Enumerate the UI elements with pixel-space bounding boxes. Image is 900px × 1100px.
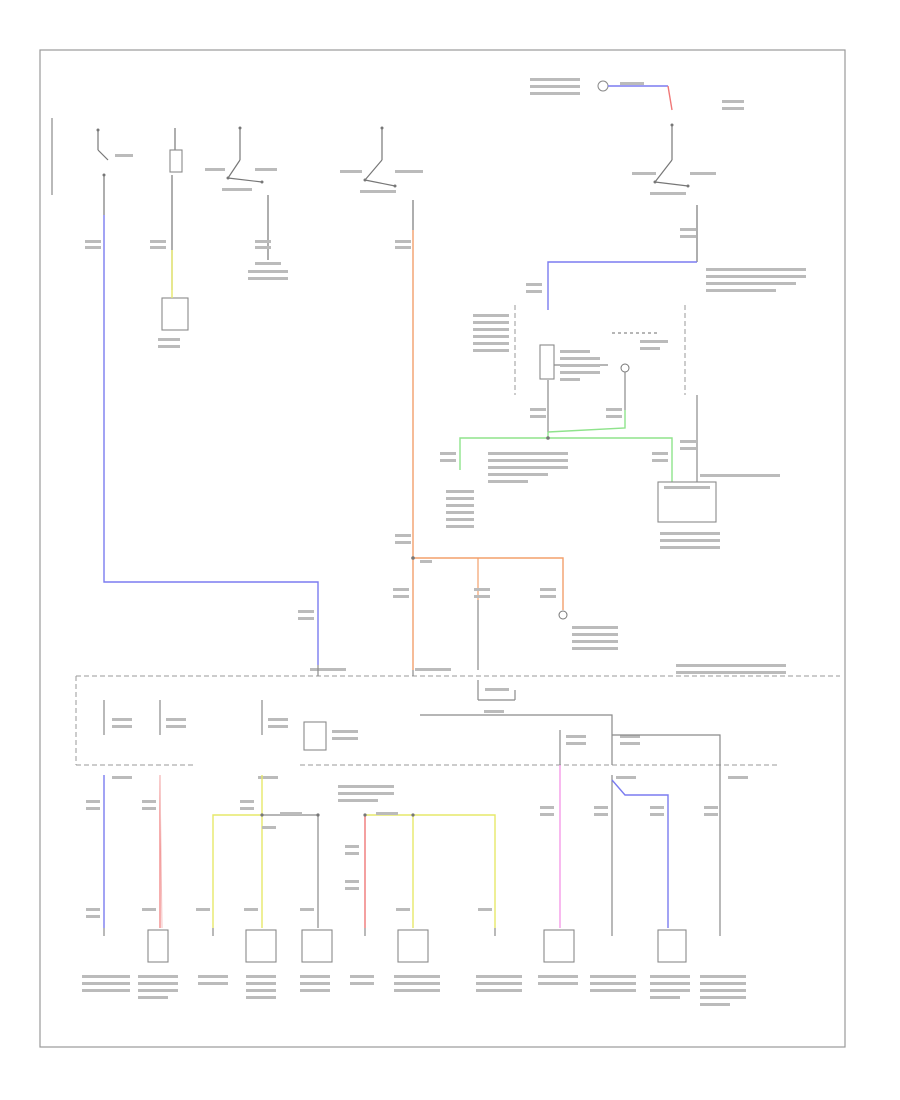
orange-branch-wire	[413, 557, 564, 610]
fuse-box-left	[161, 297, 189, 331]
fuse-row	[103, 700, 721, 775]
green-wire-network	[440, 410, 673, 528]
lower-wire-labels	[86, 800, 718, 918]
blue-wire-top-right	[547, 261, 697, 310]
diagram-frame	[39, 49, 846, 1048]
ignition-switch-group	[85, 126, 423, 290]
blue-main-wire-left	[103, 215, 319, 665]
lower-wires	[103, 765, 721, 929]
fuse-box-bus	[75, 664, 840, 766]
top-right-switch	[530, 78, 744, 262]
central-control-module	[473, 305, 686, 432]
bottom-component-labels	[82, 975, 746, 1006]
bottom-components	[103, 928, 721, 963]
